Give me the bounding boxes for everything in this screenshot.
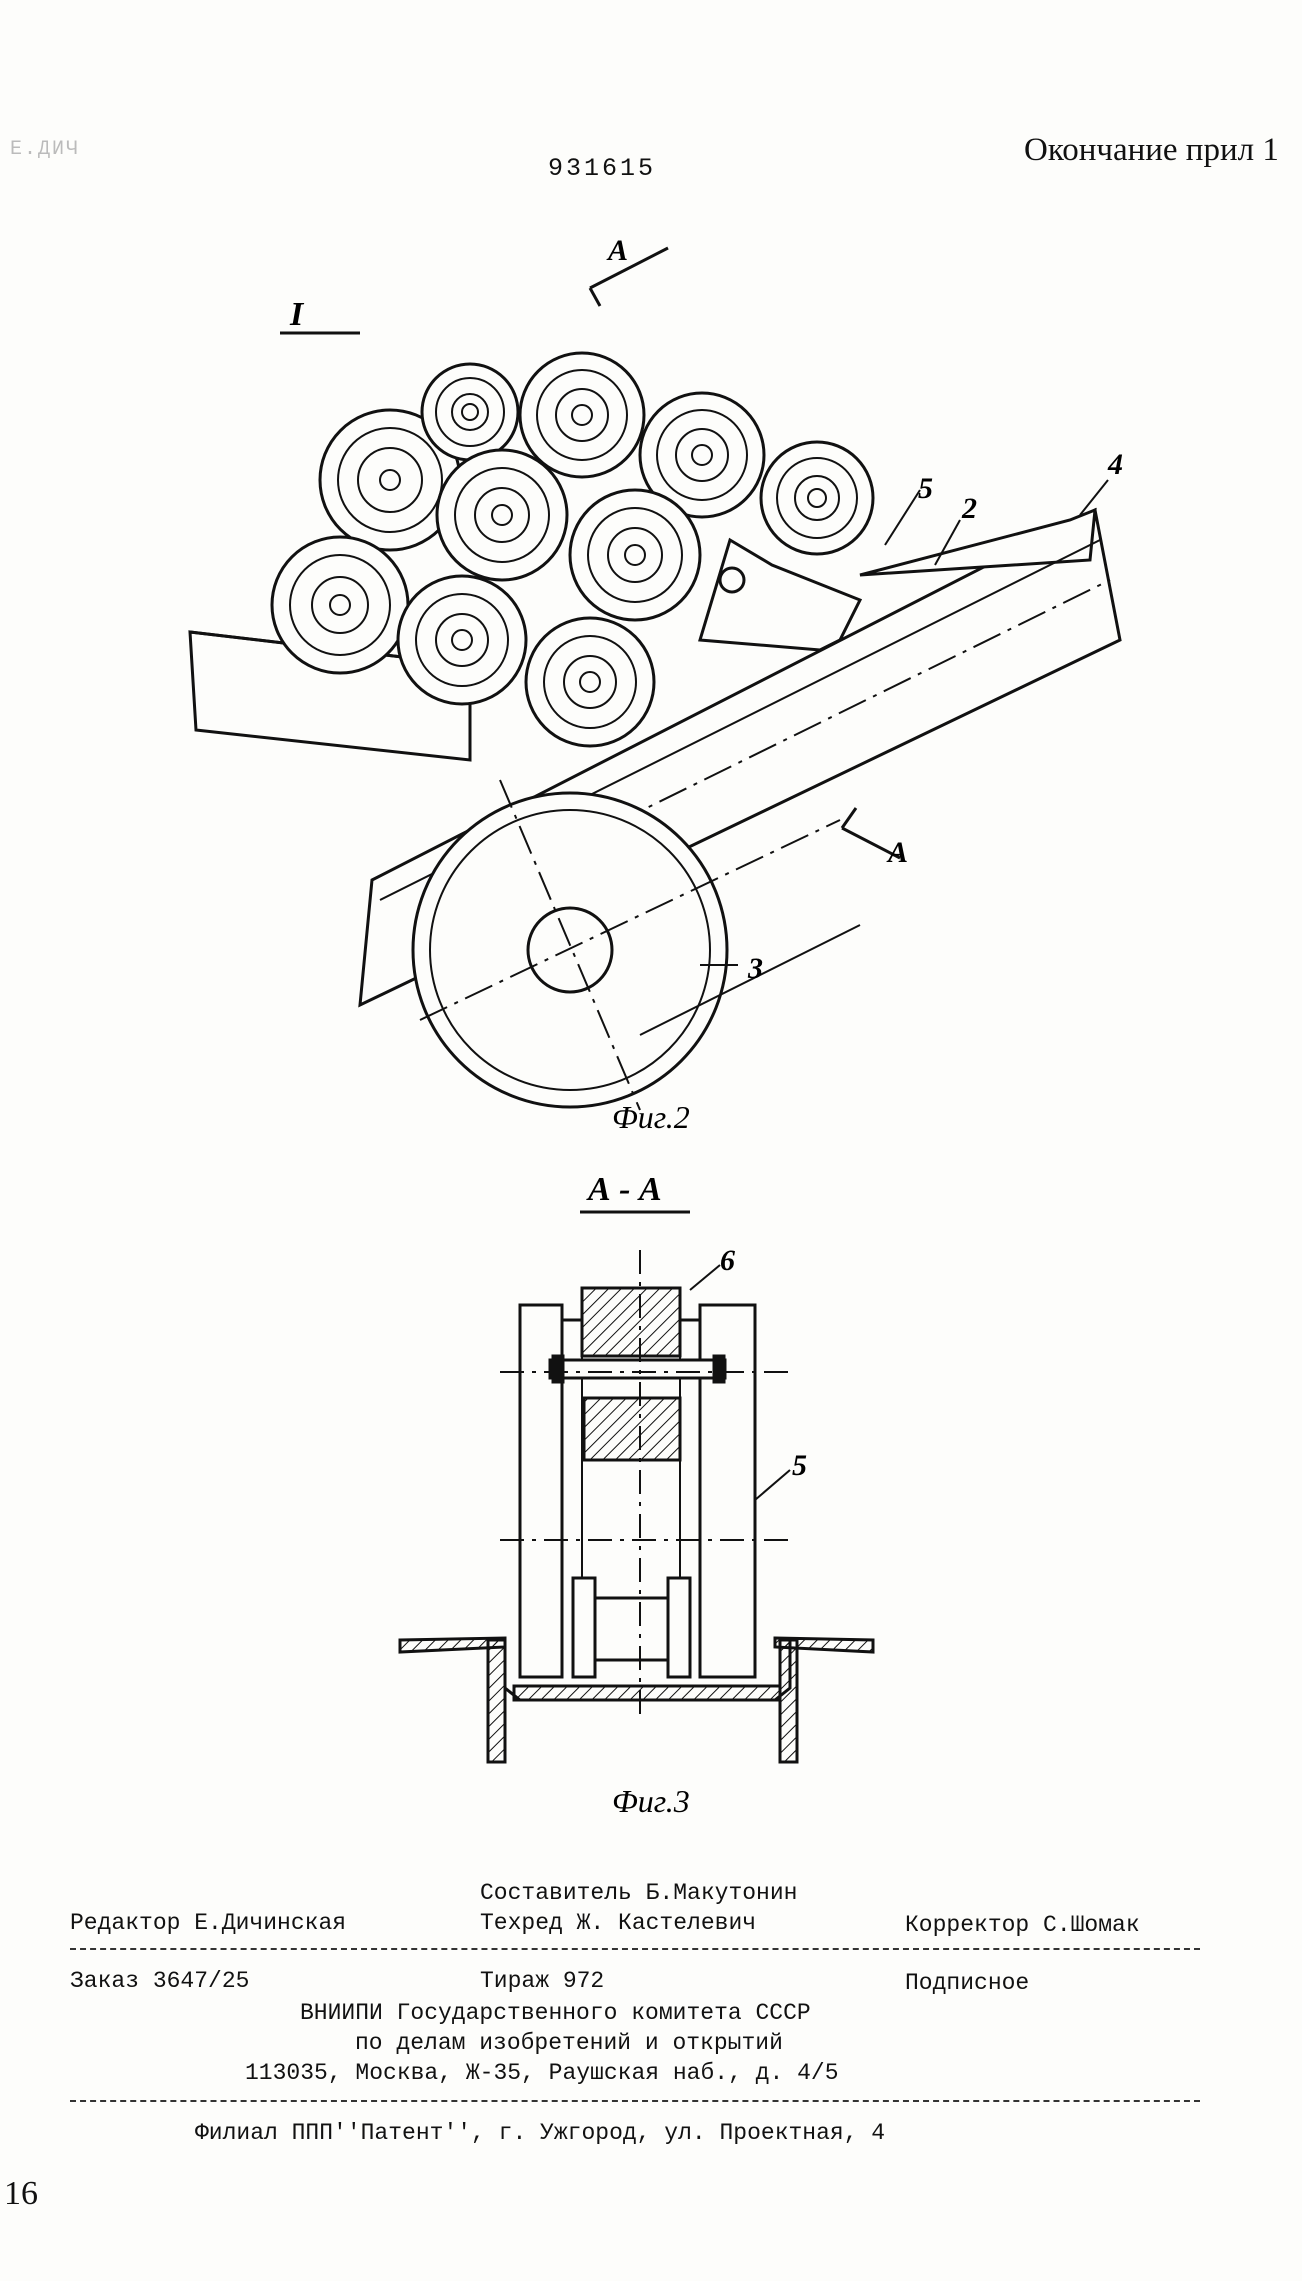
log <box>396 574 528 706</box>
imprint-techred: Техред Ж. Кастелевич <box>480 1910 757 1936</box>
section-mark-bottom <box>840 807 901 860</box>
imprint-org-line2: по делам изобретений и открытий <box>355 2030 783 2056</box>
imprint-corrector: Корректор С.Шомак <box>905 1912 1140 1938</box>
log <box>420 362 520 462</box>
log-bundle <box>270 351 875 748</box>
block-lower <box>582 1396 682 1462</box>
base-plate <box>512 1684 782 1702</box>
label-3: 3 <box>747 952 763 985</box>
axle <box>548 1358 727 1380</box>
corner-smudge: Е.ДИЧ <box>10 138 81 161</box>
imprint-editor: Редактор Е.Дичинская <box>70 1910 347 1936</box>
patent-number: 931615 <box>548 154 657 183</box>
label-5: 5 <box>918 472 933 505</box>
figure-2 <box>188 246 1122 1111</box>
log <box>318 408 462 552</box>
log <box>518 351 646 479</box>
label-2: 2 <box>961 492 977 525</box>
figure-3-title: А - А <box>586 1171 662 1208</box>
section-mark-top-label: А <box>606 234 628 267</box>
log <box>759 440 875 556</box>
divider <box>70 1948 1200 1950</box>
detail-mark-label: I <box>289 296 305 333</box>
section-mark-top <box>588 246 669 307</box>
page-number: 16 <box>4 2175 38 2212</box>
imprint-order: Заказ 3647/25 <box>70 1968 250 1994</box>
imprint-branch: Филиал ППП''Патент'', г. Ужгород, ул. Пр… <box>195 2120 886 2146</box>
wheel <box>411 779 861 1111</box>
pusher-arm <box>698 537 863 652</box>
imprint-circulation: Тираж 972 <box>480 1968 605 1994</box>
block-6-top <box>580 1286 682 1358</box>
imprint-compiler: Составитель Б.Макутонин <box>480 1880 798 1906</box>
figure-2-caption: Фиг.2 <box>612 1099 690 1135</box>
log <box>270 535 410 675</box>
section-mark-bottom-label: А <box>886 836 908 869</box>
label-5-fig3: 5 <box>792 1449 807 1482</box>
log <box>638 391 766 519</box>
header-note: Окончание прил 1 <box>1024 132 1279 168</box>
figure-3 <box>398 1250 875 1764</box>
label-6: 6 <box>720 1244 735 1277</box>
figure-3-caption: Фиг.3 <box>612 1783 690 1819</box>
log <box>524 616 656 748</box>
log <box>568 488 702 622</box>
imprint-subscription: Подписное <box>905 1970 1030 1996</box>
imprint-org-line1: ВНИИПИ Государственного комитета СССР <box>300 2000 811 2026</box>
label-4: 4 <box>1107 448 1123 481</box>
imprint-address: 113035, Москва, Ж-35, Раушская наб., д. … <box>245 2060 839 2086</box>
log <box>435 448 569 582</box>
divider <box>70 2100 1200 2102</box>
